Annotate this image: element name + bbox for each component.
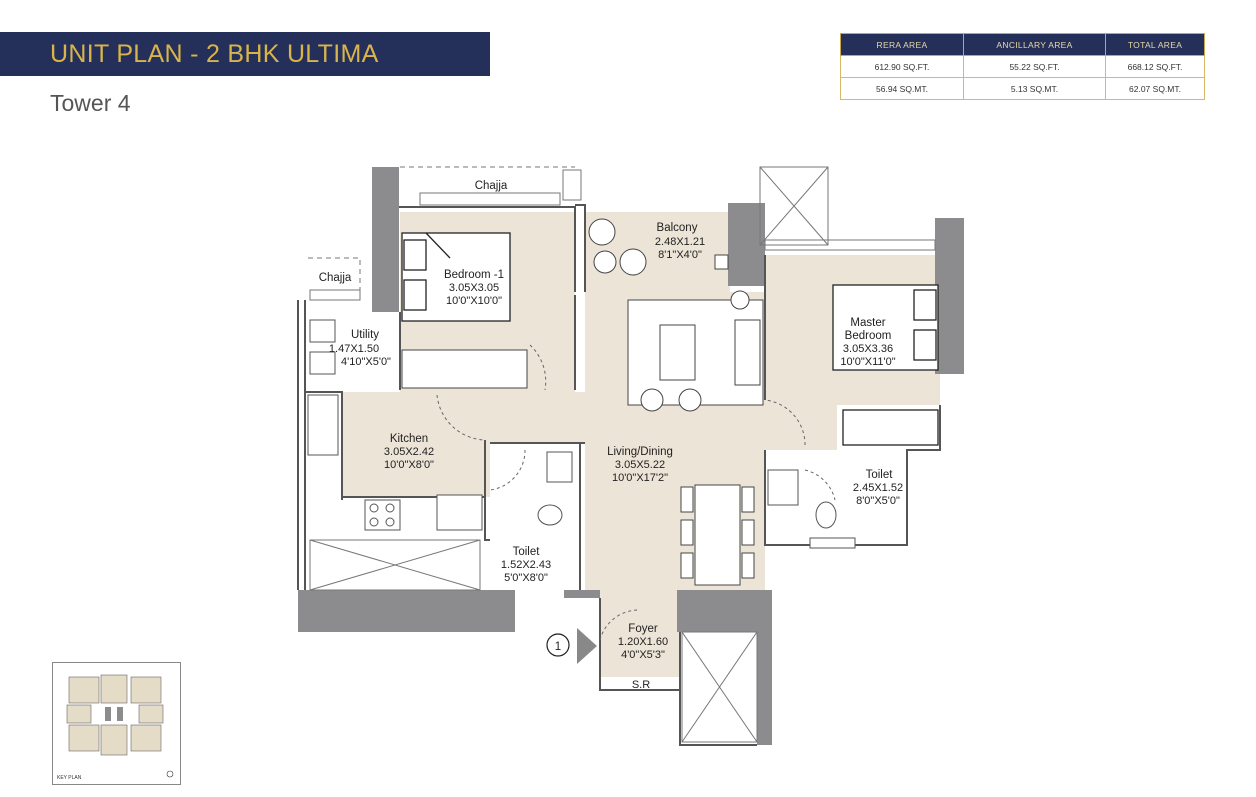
area-table-header: RERA AREA ANCILLARY AREA TOTAL AREA (840, 33, 1205, 56)
toilet2-metric: 2.45X1.52 (853, 482, 903, 494)
entry-number: 1 (555, 641, 561, 653)
foyer-imperial: 4'0"X5'3" (621, 649, 665, 661)
living-furniture (627, 290, 764, 586)
toilet1-metric: 1.52X2.43 (501, 559, 551, 571)
master-name-2: Bedroom (845, 330, 892, 342)
toilet2-name: Toilet (866, 469, 894, 481)
master-name-1: Master (850, 317, 885, 329)
balcony-imperial: 8'1"X4'0" (658, 249, 702, 261)
living-metric: 3.05X5.22 (615, 459, 665, 471)
room-labels: Chajja Chajja Balcony 2.48X1.21 8'1"X4'0… (319, 180, 903, 691)
master-imperial: 10'0"X11'0" (840, 356, 895, 368)
utility-imperial: 4'10"X5'0" (341, 356, 391, 368)
bedroom1-name: Bedroom -1 (444, 269, 504, 281)
toilet1-imperial: 5'0"X8'0" (504, 572, 548, 584)
toilet-fixtures (537, 451, 856, 549)
area-table: RERA AREA ANCILLARY AREA TOTAL AREA 612.… (840, 33, 1205, 100)
walls (298, 167, 964, 745)
master-metric: 3.05X3.36 (843, 343, 893, 355)
utility-name: Utility (351, 329, 379, 341)
foyer-metric: 1.20X1.60 (618, 636, 668, 648)
toilet2-imperial: 8'0"X5'0" (856, 495, 900, 507)
key-plan-drawing (66, 674, 174, 778)
utility-metric: 1.47X1.50 (329, 343, 379, 355)
bed-1 (401, 232, 511, 322)
key-plan: KEY PLAN (52, 662, 181, 785)
balcony-name: Balcony (657, 222, 698, 234)
chajja-top-label: Chajja (475, 180, 508, 192)
sr-label: S.R (632, 679, 650, 691)
chajja-outlines (308, 166, 936, 743)
bedroom1-imperial: 10'0"X10'0" (446, 295, 502, 307)
master-bed (832, 284, 939, 446)
title-bar: UNIT PLAN - 2 BHK ULTIMA (0, 32, 490, 76)
page-title: UNIT PLAN - 2 BHK ULTIMA (50, 39, 379, 68)
foyer-name: Foyer (628, 623, 658, 635)
balcony-metric: 2.48X1.21 (655, 236, 705, 248)
table-row: 56.94 SQ.MT. 5.13 SQ.MT. 62.07 SQ.MT. (840, 77, 1205, 100)
kitchen-name: Kitchen (390, 433, 428, 445)
thin-walls (297, 204, 941, 746)
table-cell: 62.07 SQ.MT. (1105, 77, 1205, 100)
wardrobe-1 (401, 349, 528, 389)
kitchen-metric: 3.05X2.42 (384, 446, 434, 458)
chajja-left-label: Chajja (319, 272, 352, 284)
kitchen-imperial: 10'0"X8'0" (384, 459, 434, 471)
living-name: Living/Dining (607, 446, 673, 458)
key-plan-label: KEY PLAN (57, 775, 82, 781)
entry-marker: 1 (546, 628, 597, 664)
balcony-furniture (588, 218, 729, 276)
tower-subtitle: Tower 4 (50, 90, 131, 116)
toilet1-name: Toilet (513, 546, 541, 558)
kitchen-fixtures (307, 319, 483, 531)
table-row: 612.90 SQ.FT. 55.22 SQ.FT. 668.12 SQ.FT. (840, 55, 1205, 78)
door-swings (436, 344, 836, 641)
bedroom1-metric: 3.05X3.05 (449, 282, 499, 294)
living-imperial: 10'0"X17'2" (612, 472, 668, 484)
